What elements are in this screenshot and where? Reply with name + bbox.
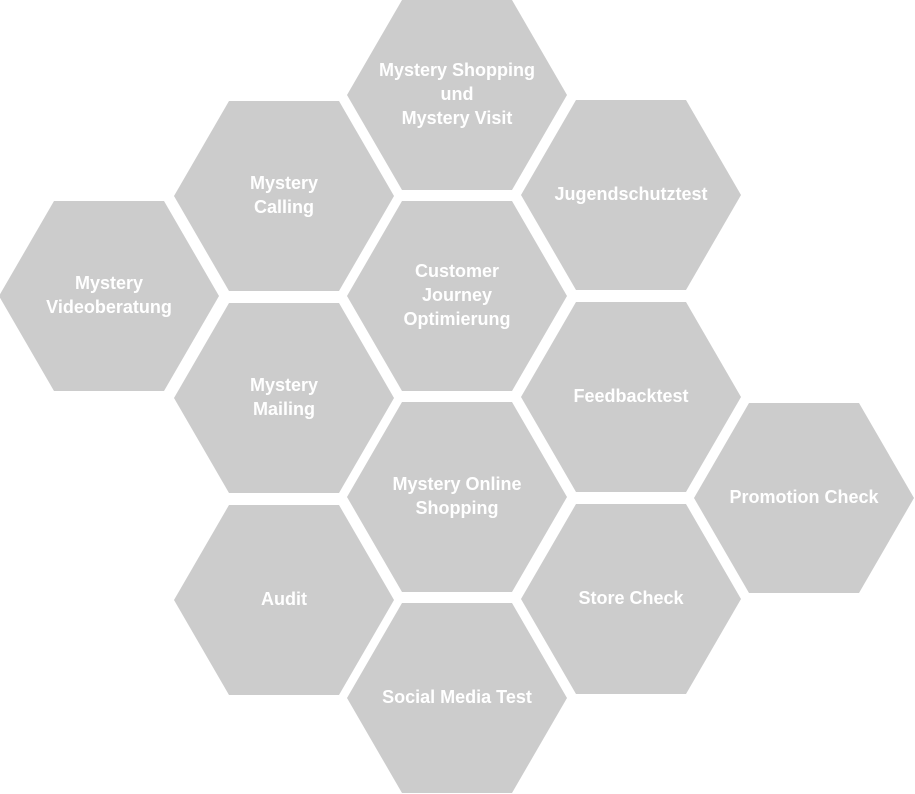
hexagon-shape[interactable] [521,302,741,492]
hexagon-label: Mystery [75,273,143,293]
hexagon-label: Shopping [416,498,499,518]
hexagon-shape[interactable] [694,403,914,593]
hexagon-label: Feedbacktest [573,386,688,406]
hexagon-label: Social Media Test [382,687,532,707]
hexagon-label: Mailing [253,399,315,419]
hexagon-label: Mystery Visit [402,108,513,128]
hexagon-shape[interactable] [347,402,567,592]
hexagon-promotion-check[interactable]: Promotion Check [694,403,914,593]
hexagon-label: Audit [261,589,307,609]
hexagon-label: Mystery Shopping [379,60,535,80]
hexagon-shape[interactable] [521,504,741,694]
hexagon-label: Customer [415,261,499,281]
hexagon-label: Jugendschutztest [554,184,707,204]
hexagon-shape[interactable] [521,100,741,290]
hexagon-label: Journey [422,285,492,305]
hexagon-label: Mystery [250,173,318,193]
hexagon-label: Calling [254,197,314,217]
hexagon-label: und [441,84,474,104]
hexagon-social-media-test[interactable]: Social Media Test [347,603,567,793]
hexagon-shape[interactable] [174,101,394,291]
hexagon-store-check[interactable]: Store Check [521,504,741,694]
hexagon-label: Promotion Check [729,487,879,507]
hexagon-shape[interactable] [174,303,394,493]
hexagon-feedbacktest[interactable]: Feedbacktest [521,302,741,492]
hexagon-audit[interactable]: Audit [174,505,394,695]
hexagon-label: Store Check [578,588,684,608]
hexagon-jugendschutztest[interactable]: Jugendschutztest [521,100,741,290]
hexagon-label: Videoberatung [46,297,172,317]
hexagon-shape[interactable] [0,201,219,391]
hexagon-label: Mystery Online [392,474,521,494]
hexagon-label: Optimierung [404,309,511,329]
hexagon-label: Mystery [250,375,318,395]
hexagon-shape[interactable] [347,201,567,391]
hexagon-shape[interactable] [347,603,567,793]
hexagon-shape[interactable] [174,505,394,695]
hexagon-shape[interactable] [347,0,567,190]
